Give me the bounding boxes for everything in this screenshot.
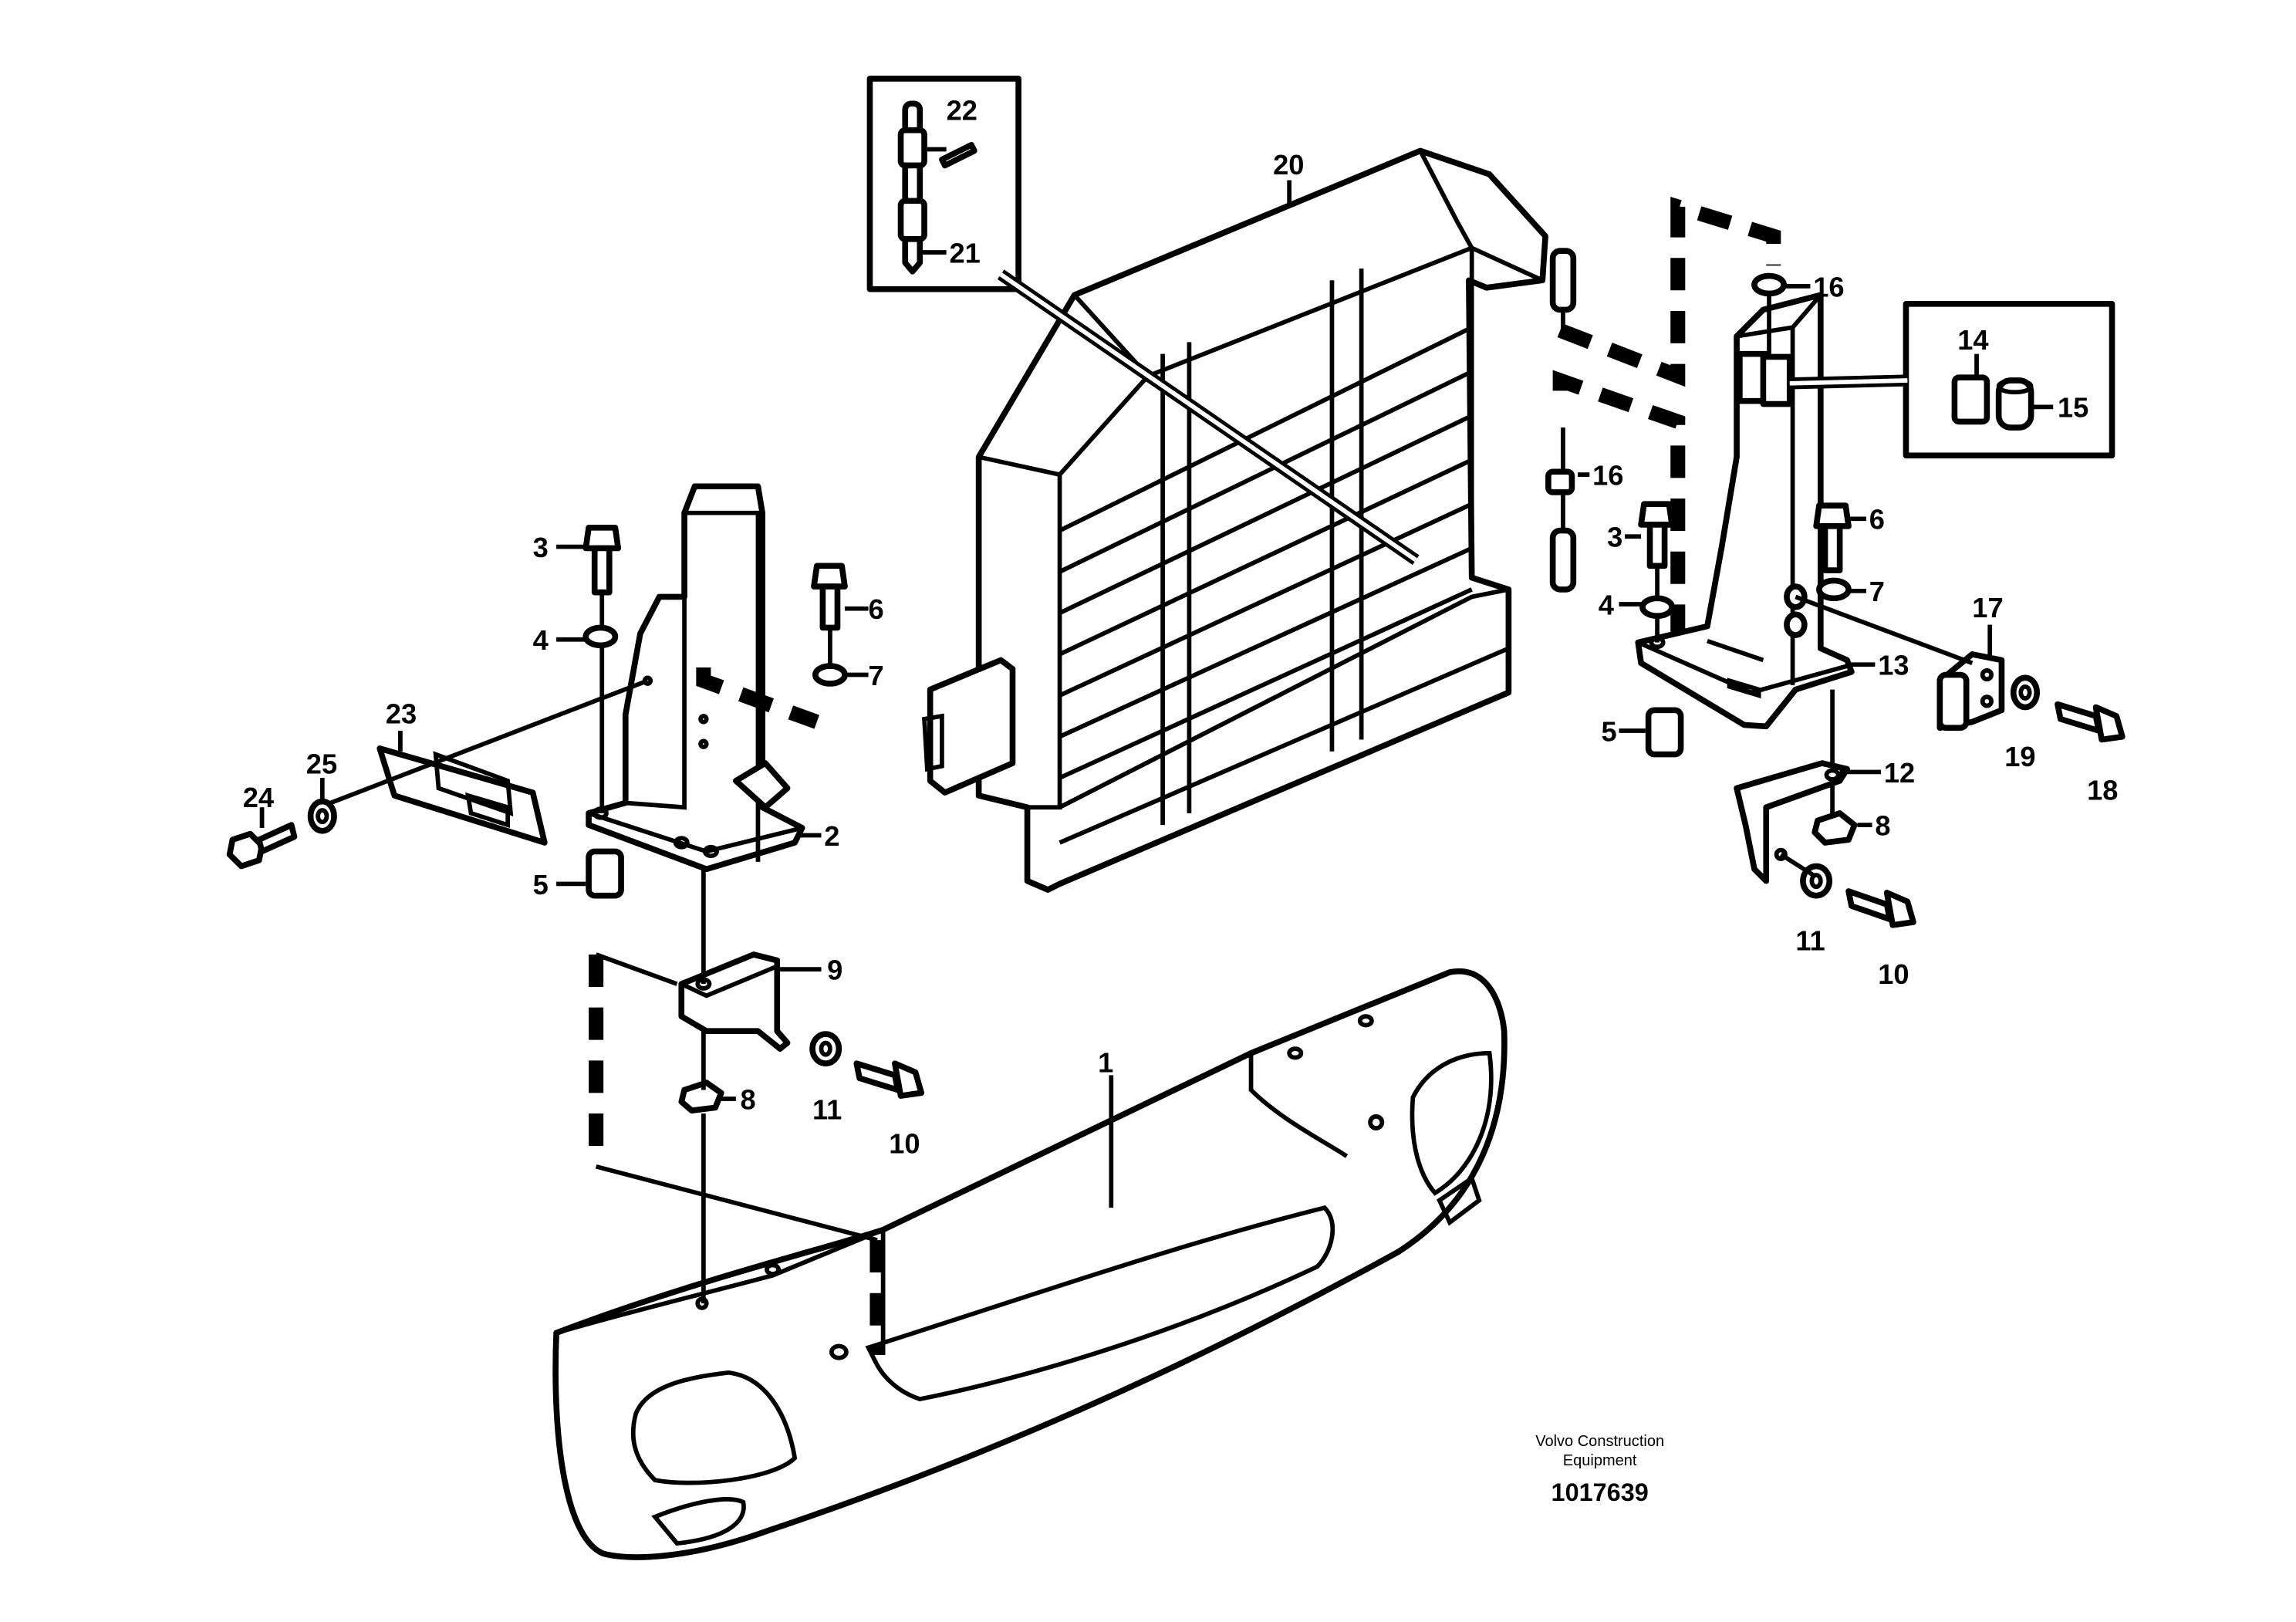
callout-5-left: 5: [533, 869, 549, 901]
grille-frame: [922, 147, 1577, 893]
bracket-12: [1734, 760, 1850, 884]
callout-5-right: 5: [1602, 715, 1617, 747]
callout-8-right: 8: [1875, 809, 1890, 841]
callout-18: 18: [2087, 775, 2118, 806]
callout-17: 17: [1972, 592, 2003, 623]
spacer-right: [1645, 707, 1684, 758]
callout-11-right: 11: [1795, 924, 1825, 956]
callout-3-right: 3: [1607, 522, 1622, 553]
washer-16-top: [1751, 272, 1787, 297]
callout-8-left: 8: [741, 1083, 756, 1115]
leader-lines: [259, 147, 2054, 1304]
callout-1: 1: [1098, 1047, 1113, 1079]
bolt-10-right: [1845, 888, 1916, 928]
brand-line-2: Equipment: [1563, 1452, 1637, 1469]
callout-12: 12: [1884, 757, 1915, 789]
callout-2: 2: [824, 820, 839, 852]
bolt-3-left: [582, 524, 622, 596]
nut-8-left: [678, 1080, 724, 1114]
dashed-connectors: [589, 196, 1781, 1355]
callout-23: 23: [386, 698, 417, 729]
left-bracket: [586, 483, 805, 873]
washer-19: [2010, 674, 2041, 711]
callout-25: 25: [306, 748, 337, 779]
document-number: 1017639: [1551, 1478, 1649, 1506]
callout-3-left: 3: [533, 532, 549, 563]
callout-13: 13: [1878, 650, 1909, 681]
washer-11-left: [809, 1031, 842, 1066]
bolt-18: [2055, 701, 2125, 743]
callouts: 1 2 3 4 5 6 7 8 9 10 11 12 13 14 15 16 1…: [243, 94, 2119, 1159]
bolt-6-right: [1813, 502, 1852, 573]
callout-20: 20: [1273, 149, 1304, 181]
grille-bars: [1059, 269, 1473, 826]
callout-6-left: 6: [869, 593, 884, 625]
callout-19: 19: [2004, 741, 2035, 772]
callout-10-left: 10: [889, 1128, 920, 1160]
callout-7-left: 7: [869, 660, 884, 691]
callout-22: 22: [947, 94, 977, 126]
callout-14: 14: [1957, 324, 1988, 356]
callout-10-right: 10: [1878, 958, 1909, 990]
callout-15: 15: [2058, 392, 2088, 424]
detail-box-bushing: [1903, 300, 2115, 459]
washer-4-right: [1639, 595, 1675, 620]
plate-23: [376, 745, 548, 846]
brand-line-1: Volvo Construction: [1535, 1433, 1664, 1450]
washer-7-right: [1816, 577, 1852, 602]
detail-box-pin: [866, 76, 1021, 292]
callout-4-left: 4: [533, 624, 549, 656]
washer-25: [307, 798, 337, 834]
callout-24: 24: [243, 782, 274, 813]
callout-4-right: 4: [1599, 589, 1614, 620]
bracket-9: [678, 951, 791, 1052]
washer-4-left: [582, 624, 619, 649]
bolt-3-right: [1638, 501, 1675, 569]
callout-16-top: 16: [1813, 271, 1844, 302]
right-bracket: [1635, 292, 1855, 730]
callout-7-right: 7: [1869, 576, 1885, 607]
washer-7-left: [812, 663, 848, 687]
callout-11-left: 11: [812, 1094, 842, 1126]
hinge-17: [1936, 651, 2005, 732]
nut-8-right: [1811, 810, 1858, 846]
bolt-10-left: [853, 1060, 925, 1099]
callout-6-right: 6: [1869, 504, 1885, 536]
callout-21: 21: [949, 237, 980, 269]
counterweight: [552, 968, 1508, 1560]
callout-9: 9: [827, 954, 842, 985]
brand-block: Volvo Construction Equipment 1017639: [1535, 1433, 1664, 1506]
callout-16-mid: 16: [1592, 459, 1623, 491]
spacer-left: [586, 848, 624, 899]
bolt-6-left: [811, 563, 848, 631]
bolt-24: [226, 822, 298, 870]
